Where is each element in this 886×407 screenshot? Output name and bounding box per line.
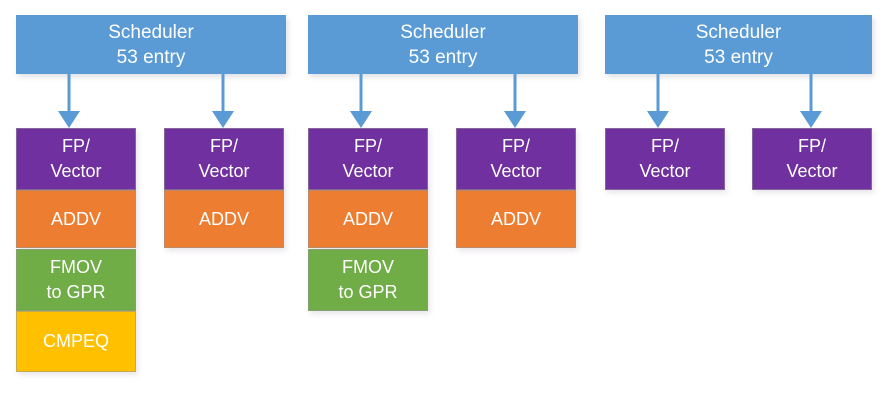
unit-label-line1: FP/ <box>209 136 238 156</box>
unit-label-line1: ADDV <box>50 208 101 229</box>
unit-label-line1: FMOV <box>342 257 394 277</box>
unit-fp-vector-g1-c2[interactable]: FP/ Vector <box>164 128 284 190</box>
unit-label-line2: Vector <box>490 161 542 181</box>
scheduler-entries-line2: 53 entry <box>704 46 773 68</box>
scheduler-title-line1: Scheduler <box>400 21 486 43</box>
unit-label-line1: ADDV <box>198 208 249 229</box>
scheduler-title-line1: Scheduler <box>108 21 194 43</box>
unit-addv-g2-c2[interactable]: ADDV <box>456 190 576 248</box>
scheduler-entries-line2: 53 entry <box>116 46 186 68</box>
unit-fp-vector-g3-c2[interactable]: FP/ Vector <box>752 128 872 190</box>
unit-label-line1: FMOV <box>50 257 102 277</box>
scheduler-box-1[interactable]: Scheduler 53 entry <box>16 15 286 74</box>
arrow-down-icon-g2-c2 <box>504 74 526 128</box>
unit-label-line1: ADDV <box>342 208 393 229</box>
unit-label-line1: ADDV <box>490 208 541 229</box>
unit-fmov-to-gpr-g1-c1[interactable]: FMOV to GPR <box>16 249 136 311</box>
unit-addv-g2-c1[interactable]: ADDV <box>308 190 428 248</box>
arrow-down-icon-g2-c1 <box>350 74 372 128</box>
unit-label-line2: Vector <box>786 161 838 181</box>
unit-label-line2: Vector <box>50 161 102 181</box>
unit-label-line2: to GPR <box>46 282 106 302</box>
arrow-down-icon-g1-c2 <box>212 74 234 128</box>
unit-label-line2: Vector <box>342 161 394 181</box>
unit-fp-vector-g3-c1[interactable]: FP/ Vector <box>605 128 725 190</box>
unit-label-line1: CMPEQ <box>42 331 109 351</box>
scheduler-box-3[interactable]: Scheduler 53 entry <box>605 15 872 74</box>
unit-label-line1: FP/ <box>797 136 826 156</box>
unit-fp-vector-g2-c2[interactable]: FP/ Vector <box>456 128 576 190</box>
unit-fp-vector-g1-c1[interactable]: FP/ Vector <box>16 128 136 190</box>
unit-label-line2: Vector <box>198 161 250 181</box>
unit-label-line1: FP/ <box>353 136 382 156</box>
unit-addv-g1-c1[interactable]: ADDV <box>16 190 136 248</box>
arrow-down-icon-g3-c2 <box>800 74 822 128</box>
unit-label-line1: FP/ <box>650 136 679 156</box>
unit-label-line2: Vector <box>639 161 691 181</box>
scheduler-box-2[interactable]: Scheduler 53 entry <box>308 15 578 74</box>
unit-label-line1: FP/ <box>61 136 90 156</box>
arrow-down-icon-g3-c1 <box>647 74 669 128</box>
arrow-down-icon-g1-c1 <box>58 74 80 128</box>
unit-addv-g1-c2[interactable]: ADDV <box>164 190 284 248</box>
unit-fmov-to-gpr-g2-c1[interactable]: FMOV to GPR <box>308 249 428 311</box>
scheduler-title-line1: Scheduler <box>695 21 782 43</box>
unit-label-line1: FP/ <box>501 136 530 156</box>
scheduler-entries-line2: 53 entry <box>408 46 478 68</box>
unit-cmpeq-g1-c1[interactable]: CMPEQ <box>16 311 136 372</box>
unit-label-line2: to GPR <box>338 282 398 302</box>
unit-fp-vector-g2-c1[interactable]: FP/ Vector <box>308 128 428 190</box>
